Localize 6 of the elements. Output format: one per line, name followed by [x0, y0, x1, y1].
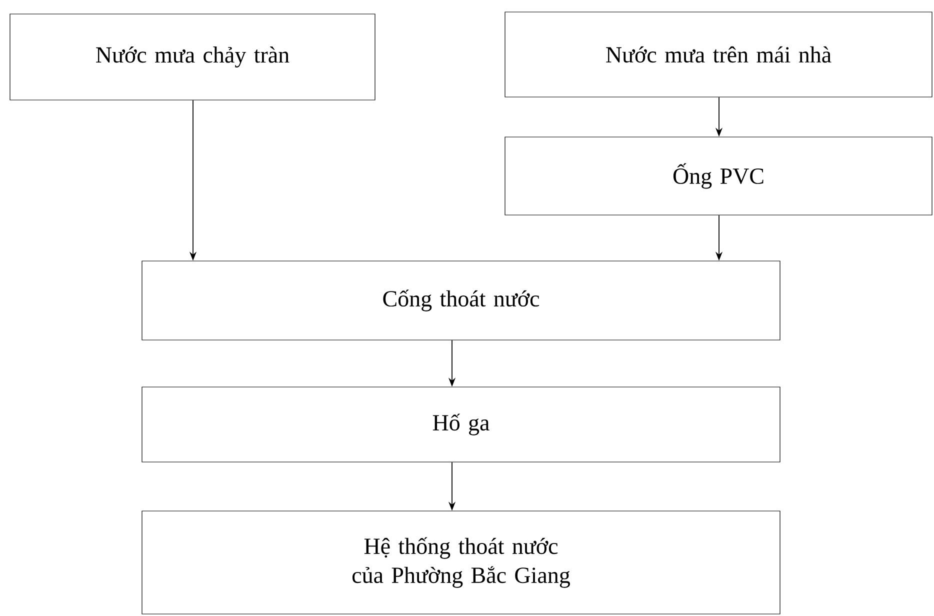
process-box: Ống PVC [504, 136, 932, 216]
process-box: Hệ thống thoát nước của Phường Bắc Giang [142, 510, 780, 614]
process-box: Hố ga [142, 386, 780, 462]
process-box: Cống thoát nước [142, 260, 780, 340]
process-box: Nước mưa trên mái nhà [504, 12, 932, 98]
process-box: Nước mưa chảy tràn [10, 14, 376, 100]
